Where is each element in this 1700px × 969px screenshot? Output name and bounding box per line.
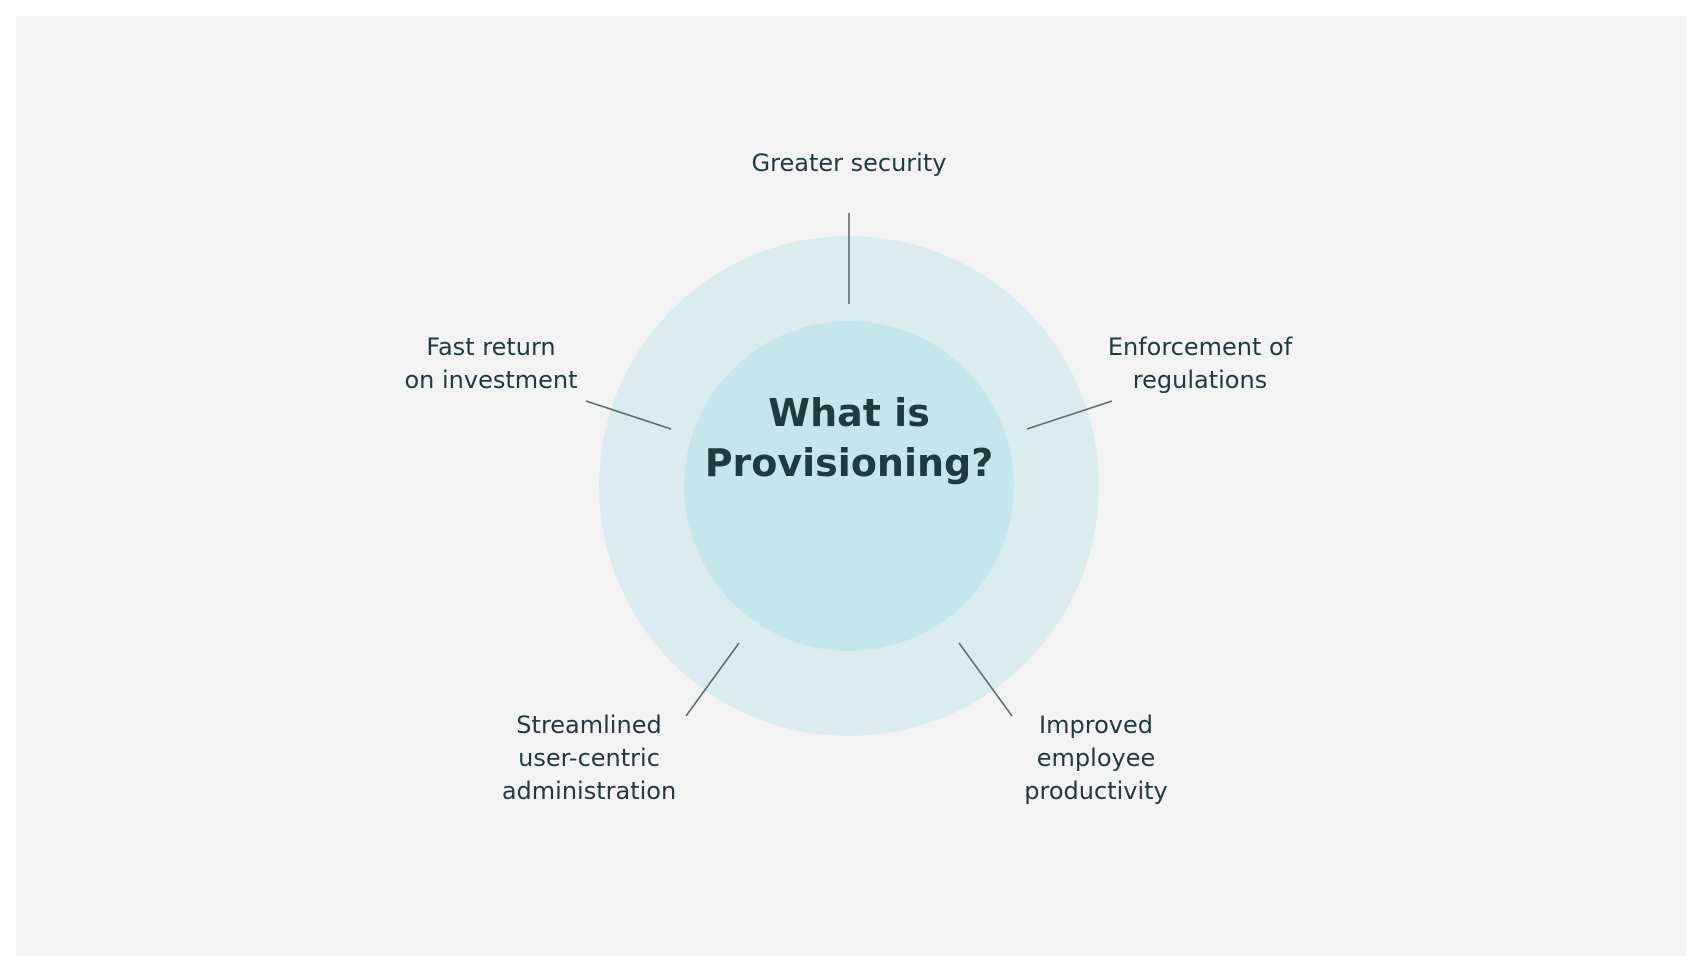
benefit-label-greater-security: Greater security: [751, 149, 947, 177]
connector-streamlined-administration: [685, 642, 740, 717]
benefit-label-improved-employee-productivity: Improved employee productivity: [1024, 711, 1168, 805]
benefit-label-streamlined-administration: Streamlined user-centric administration: [501, 711, 677, 805]
benefit-label-fast-return-on-investment: Fast return on investment: [404, 333, 578, 394]
connector-fast-return-on-investment: [585, 400, 672, 430]
connector-improved-employee-productivity: [958, 642, 1013, 717]
diagram-canvas: What is Provisioning? Greater security E…: [16, 16, 1686, 956]
provisioning-diagram: [585, 213, 1113, 736]
benefit-label-enforcement-of-regulations: Enforcement of regulations: [1107, 333, 1293, 394]
connector-enforcement-of-regulations: [1026, 400, 1113, 430]
inner-circle: [684, 321, 1014, 651]
center-title: What is Provisioning?: [704, 391, 994, 485]
